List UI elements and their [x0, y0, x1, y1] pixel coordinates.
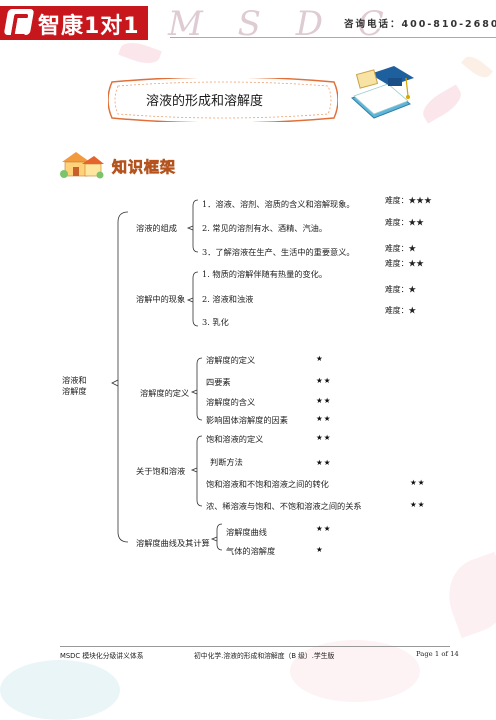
header-rule [170, 37, 496, 38]
tree-item: 溶解度的含义 [206, 397, 256, 407]
difficulty-rating: 难度：★ [385, 285, 417, 294]
petal-decoration [0, 660, 120, 720]
star-rating: ★★ [316, 458, 332, 467]
tree-item: 1．溶液、溶剂、溶质的含义和溶解现象。 [202, 199, 355, 209]
difficulty-rating: 难度：★ [385, 306, 417, 315]
petal-decoration [461, 51, 493, 83]
tree-item: 气体的溶解度 [226, 546, 276, 556]
branch-label: 溶解度曲线及其计算 [136, 538, 210, 548]
house-icon [60, 152, 104, 179]
star-rating: ★★ [316, 524, 332, 533]
tree-item: 影响固体溶解度的因素 [206, 415, 288, 425]
tree-root-line-1: 溶液和 [62, 375, 87, 385]
branch-label: 关于饱和溶液 [136, 466, 186, 476]
star-rating: ★★ [316, 376, 332, 385]
logo-text: 智康1对1 [38, 14, 140, 39]
star-rating: ★★ [316, 396, 332, 405]
tree-item: 1. 物质的溶解伴随有热量的变化。 [202, 269, 328, 279]
star-rating: ★★ [410, 500, 426, 509]
difficulty-rating: 难度：★★ [385, 259, 424, 268]
branch-label: 溶解中的现象 [136, 294, 186, 304]
difficulty-rating: 难度：★★★ [385, 196, 432, 205]
branch-label: 溶液的组成 [136, 223, 177, 233]
petal-decoration [417, 84, 467, 124]
star-rating: ★★ [410, 478, 426, 487]
tree-item: 饱和溶液的定义 [206, 434, 264, 444]
tree-root-line-2: 溶解度 [62, 386, 87, 396]
footer-doc-title: 初中化学.溶液的形成和溶解度（B 级）.学生版 [194, 652, 335, 660]
tree-item: 2. 常见的溶剂有水、酒精、汽油。 [202, 223, 328, 233]
star-rating: ★ [316, 354, 324, 363]
hotline-text: 咨询电话：400-810-2680 [344, 19, 496, 30]
tree-item: 四要素 [206, 377, 231, 387]
tree-item: 2. 溶液和浊液 [202, 294, 254, 304]
petal-decoration [437, 551, 496, 639]
page-title: 溶液的形成和溶解度 [146, 94, 264, 109]
tree-item: 溶解度曲线 [226, 527, 267, 537]
section-title: 知识框架 [112, 158, 177, 177]
petal-decoration [118, 37, 162, 69]
star-rating: ★★ [316, 414, 332, 423]
tree-item: 判断方法 [210, 457, 243, 467]
footer-rule [60, 646, 450, 647]
footer-series: MSDC 模块化分级讲义体系 [60, 652, 144, 660]
tree-item: 饱和溶液和不饱和溶液之间的转化 [206, 479, 329, 489]
tree-item: 浓、稀溶液与饱和、不饱和溶液之间的关系 [206, 501, 362, 511]
difficulty-rating: 难度：★★ [385, 218, 424, 227]
title-frame [108, 78, 338, 122]
petal-decoration [290, 640, 420, 702]
star-rating: ★★ [316, 433, 332, 442]
tree-item: 3. 乳化 [202, 317, 229, 327]
page-number: Page 1 of 14 [416, 650, 459, 658]
page-header: 智康1对1 M S D C 咨询电话：400-810-2680 [0, 0, 496, 44]
tree-item: 3．了解溶液在生产、生活中的重要意义。 [202, 247, 355, 257]
star-rating: ★ [316, 545, 324, 554]
graduation-book-icon [351, 66, 414, 119]
branch-label: 溶解度的定义 [140, 388, 190, 398]
difficulty-rating: 难度：★ [385, 244, 417, 253]
tree-item: 溶解度的定义 [206, 355, 256, 365]
logo-mark-icon [3, 9, 35, 35]
